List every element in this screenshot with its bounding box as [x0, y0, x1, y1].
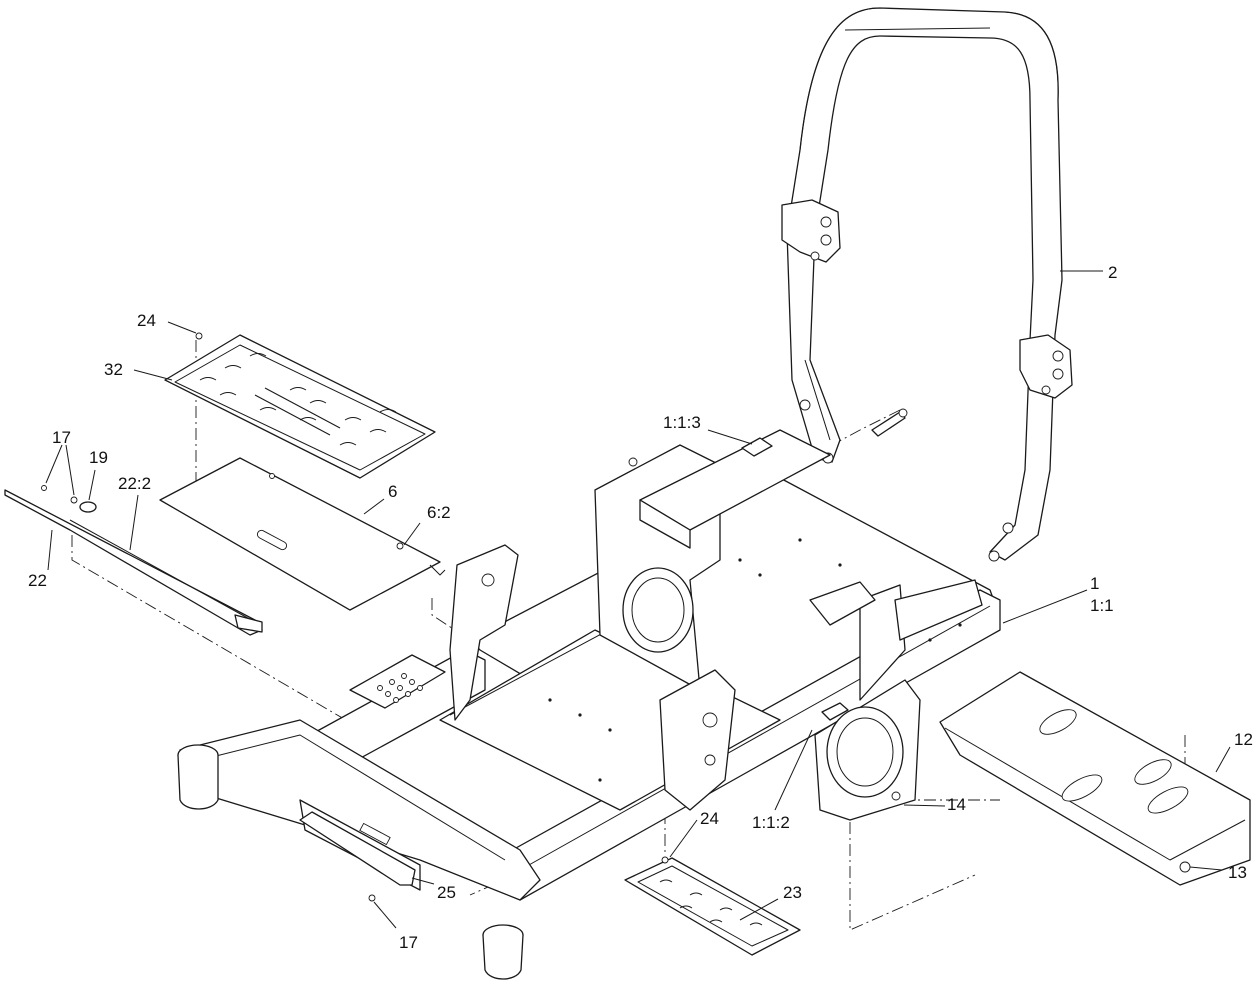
heel-plate-holes	[377, 673, 423, 703]
callout-22: 22	[28, 571, 47, 590]
nut-upper	[628, 457, 638, 467]
callout-2: 2	[1108, 263, 1117, 282]
bolt-14	[891, 791, 901, 801]
fasteners	[41, 332, 1191, 902]
callout-23: 23	[783, 883, 802, 902]
callout-6: 6	[388, 482, 397, 501]
callout-22-2: 22:2	[118, 474, 151, 493]
callout-19: 19	[89, 448, 108, 467]
callout-1-1: 1:1	[1090, 596, 1114, 615]
bolt-17-b	[70, 496, 78, 504]
callout-1-1-3: 1:1:3	[663, 413, 701, 432]
side-rail	[4, 489, 263, 636]
callout-6-2: 6:2	[427, 503, 451, 522]
mat-tread-pattern	[199, 353, 397, 446]
callout-1-1-2: 1:1:2	[752, 813, 790, 832]
step-plate	[624, 857, 801, 956]
bolt-17-bottom	[368, 894, 376, 902]
leader-lines	[45, 270, 1231, 929]
callout-32: 32	[104, 360, 123, 379]
callout-17-bot: 17	[399, 933, 418, 952]
callout-17-top: 17	[52, 428, 71, 447]
bolt-17-a	[41, 485, 47, 491]
frame-holes	[548, 538, 962, 782]
callout-25: 25	[437, 883, 456, 902]
roll-bar	[781, 7, 1073, 562]
floor-plate	[159, 457, 446, 611]
front-bracket	[299, 811, 416, 886]
step-tread-pattern	[659, 879, 763, 926]
callout-1: 1	[1090, 574, 1099, 593]
callout-24-bot: 24	[700, 809, 719, 828]
callout-13: 13	[1228, 863, 1247, 882]
callout-24-top: 24	[137, 311, 156, 330]
callouts: 2 24 32 1:1:3 17 19 22:2 6 6:2 22 1 1:1 …	[28, 263, 1253, 952]
callout-14: 14	[947, 795, 966, 814]
bolt-24-bottom	[661, 856, 669, 864]
foot-plate	[939, 671, 1251, 886]
nut-13	[1179, 861, 1191, 873]
floor-mat	[164, 334, 436, 479]
bolt-24-top	[195, 332, 203, 340]
plug-19	[79, 501, 97, 513]
callout-12: 12	[1234, 730, 1253, 749]
